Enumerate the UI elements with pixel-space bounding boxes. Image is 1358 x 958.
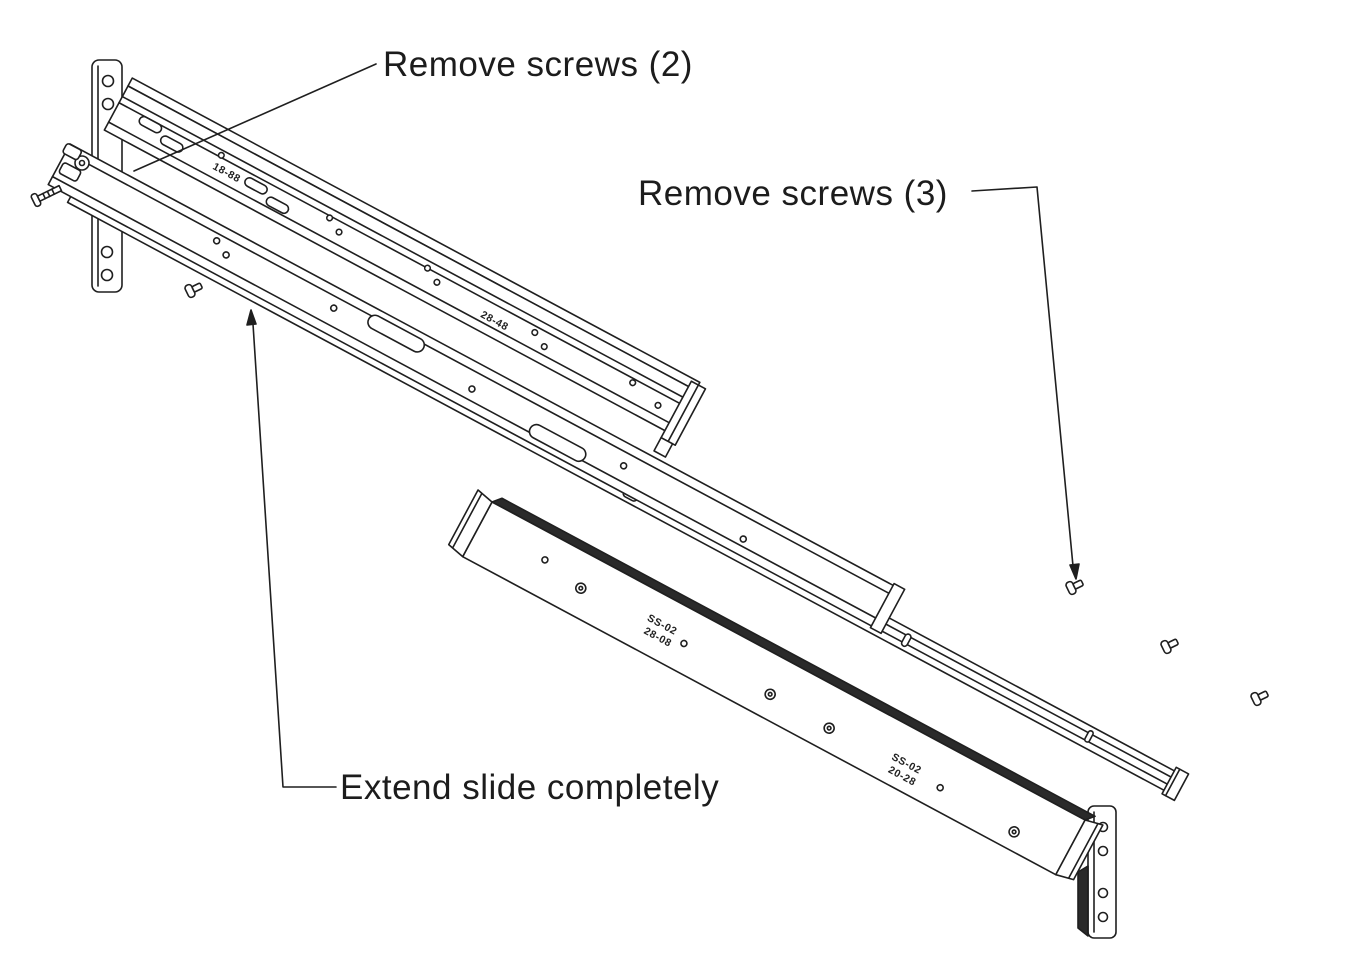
leader-remove-screws-3	[971, 186, 1074, 567]
leader-extend-slide	[252, 323, 337, 788]
arrowhead-remove-screws-3	[1069, 563, 1080, 580]
front-lock-tabs	[58, 143, 90, 182]
callout-remove-screws-2: Remove screws (2)	[383, 45, 693, 84]
screw-rear-1	[1064, 575, 1086, 597]
middle-rail	[47, 143, 906, 635]
leader-lines	[133, 63, 1074, 788]
screw-front-2	[183, 278, 205, 300]
rear-bracket-flange	[1077, 865, 1089, 937]
leader-remove-screws-2	[133, 63, 377, 172]
screw-rear-2	[1159, 634, 1181, 656]
inner-rail: SS-02 28-08 SS-02 20-28	[447, 489, 1104, 881]
callout-remove-screws-3: Remove screws (3)	[638, 174, 948, 213]
screw-front-1	[29, 181, 64, 208]
callout-extend-slide: Extend slide completely	[340, 768, 719, 807]
outer-rail: 18-88 28-48	[103, 77, 707, 458]
arrowhead-extend-slide	[246, 309, 257, 326]
screw-rear-3	[1249, 686, 1271, 708]
